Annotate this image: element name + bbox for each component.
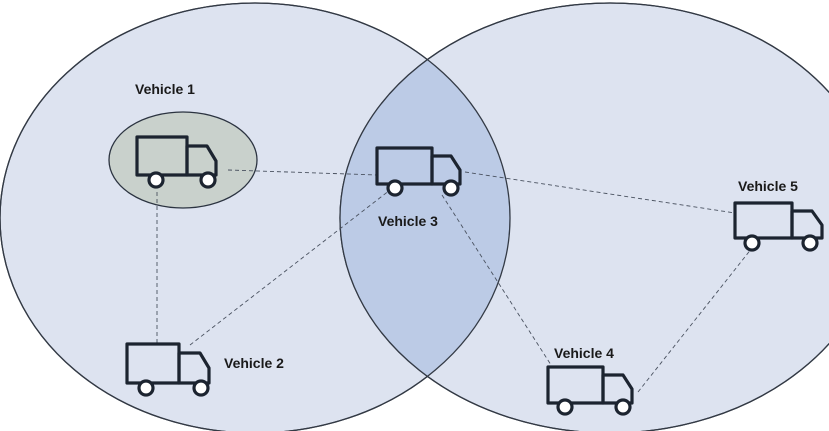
link-v3-v4: [441, 194, 554, 369]
link-v3-v5: [464, 171, 736, 214]
link-v4-v5: [637, 247, 753, 393]
truck-icon-vehicle-5: [733, 201, 824, 252]
link-v2-v3: [189, 189, 391, 346]
truck-icon-vehicle-2: [125, 342, 211, 397]
truck-icon-vehicle-1: [135, 135, 218, 189]
vehicle-1-highlight: [108, 111, 258, 209]
truck-icon-vehicle-3: [375, 146, 462, 197]
range-circle-right-outline: [339, 2, 829, 431]
vehicle-5-label: Vehicle 5: [738, 178, 798, 194]
vehicle-3-label: Vehicle 3: [378, 213, 438, 229]
vehicle-2-label: Vehicle 2: [224, 355, 284, 371]
vehicle-4-label: Vehicle 4: [554, 345, 614, 361]
range-overlap: [340, 3, 510, 431]
vehicle-1-label: Vehicle 1: [135, 81, 195, 97]
truck-icon-vehicle-4: [546, 365, 634, 416]
range-circle-left-outline: [0, 2, 511, 431]
